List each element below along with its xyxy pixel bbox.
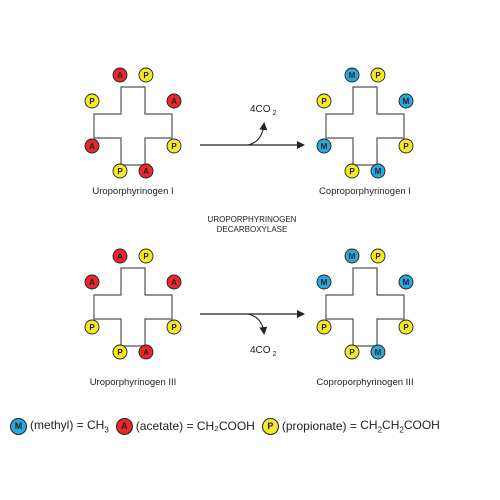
copro3-substituent-6-badge bbox=[316, 319, 332, 335]
copro3-substituent-1-letter: P bbox=[375, 252, 381, 261]
uro1-substituent-5-letter: P bbox=[117, 167, 123, 176]
copro1-substituent-6-badge bbox=[316, 138, 332, 154]
methyl-legend-icon: M bbox=[10, 417, 27, 435]
acetate-legend-formula: CH₂COOH bbox=[196, 419, 255, 433]
propionate-legend-formula: CH2CH2COOH bbox=[360, 417, 440, 435]
uro3-ring-outline bbox=[93, 267, 173, 347]
copro3-substituent-4-badge bbox=[370, 344, 386, 360]
uro1-substituent-6-badge bbox=[84, 138, 100, 154]
uro1-substituent-2-letter: A bbox=[171, 97, 177, 106]
uro3-substituent-3-badge bbox=[166, 319, 182, 335]
copro1-substituent-1-letter: P bbox=[375, 71, 381, 80]
uro3-substituent-1-letter: P bbox=[143, 252, 149, 261]
uro1-substituent-4-badge bbox=[138, 163, 154, 179]
legend: M (methyl) = CH3 A (acetate) = CH₂COOH P… bbox=[10, 416, 440, 436]
uro1-substituent-7-badge bbox=[84, 93, 100, 109]
enzyme-label-line2: DECARBOXYLASE bbox=[217, 225, 288, 234]
copro1-substituent-5-letter: P bbox=[349, 167, 355, 176]
coproporphyrinogen-iii-label: Coproporphyrinogen III bbox=[316, 377, 413, 388]
copro1-substituent-0-badge bbox=[344, 67, 360, 83]
uro3-substituent-4-badge bbox=[138, 344, 154, 360]
uro1-ring-outline bbox=[93, 86, 173, 166]
uro3-substituent-0-letter: A bbox=[117, 252, 123, 261]
copro3-substituent-1-badge bbox=[370, 248, 386, 264]
uro1-substituent-3-badge bbox=[166, 138, 182, 154]
copro3-substituent-7-letter: M bbox=[321, 278, 328, 287]
uro1-substituent-4-letter: A bbox=[143, 167, 149, 176]
copro3-ring-outline bbox=[325, 267, 405, 347]
enzyme-label-line1: UROPORPHYRINOGEN bbox=[208, 215, 297, 224]
uro3-substituent-2-badge bbox=[166, 274, 182, 290]
copro1-substituent-5-badge bbox=[344, 163, 360, 179]
acetate-legend-icon: A bbox=[115, 417, 133, 435]
uro3-substituent-3-letter: P bbox=[171, 323, 177, 332]
uro3-substituent-5-letter: P bbox=[117, 348, 123, 357]
acetate-legend-text: (acetate) = bbox=[135, 419, 194, 433]
uro3-substituent-4-letter: A bbox=[143, 348, 149, 357]
copro3-substituent-2-badge bbox=[398, 274, 414, 290]
uro1-substituent-5-badge bbox=[112, 163, 128, 179]
propionate-legend-text: (propionate) = bbox=[281, 419, 357, 433]
uro3-substituent-0-badge bbox=[112, 248, 128, 264]
uroporphyrinogen-i-label: Uroporphyrinogen I bbox=[92, 186, 173, 197]
copro3-substituent-5-letter: P bbox=[349, 348, 355, 357]
co2-release-arrow-top bbox=[247, 122, 268, 146]
uro3-substituent-6-badge bbox=[84, 319, 100, 335]
copro1-substituent-3-badge bbox=[398, 138, 414, 154]
uro3-substituent-6-letter: P bbox=[89, 323, 95, 332]
uro1-substituent-2-badge bbox=[166, 93, 182, 109]
copro1-substituent-7-letter: P bbox=[321, 97, 327, 106]
molecules-group: A P A P A P A P M P M P M P M P A P A P A P P A M P M P M P P M bbox=[84, 67, 414, 360]
copro3-substituent-0-letter: M bbox=[349, 252, 356, 261]
copro3-substituent-5-badge bbox=[344, 344, 360, 360]
copro3-substituent-4-letter: M bbox=[375, 348, 382, 357]
uro1-substituent-0-badge bbox=[112, 67, 128, 83]
uroporphyrinogen-iii-label: Uroporphyrinogen III bbox=[90, 377, 177, 388]
uro3-substituent-7-badge bbox=[84, 274, 100, 290]
copro3-substituent-3-badge bbox=[398, 319, 414, 335]
uro1-substituent-7-letter: P bbox=[89, 97, 95, 106]
uro1-substituent-1-letter: P bbox=[143, 71, 149, 80]
copro3-substituent-7-badge bbox=[316, 274, 332, 290]
copro3-substituent-0-badge bbox=[344, 248, 360, 264]
copro1-substituent-0-letter: M bbox=[349, 71, 356, 80]
uro3-substituent-5-badge bbox=[112, 344, 128, 360]
uro3-substituent-2-letter: A bbox=[171, 278, 177, 287]
copro1-substituent-2-badge bbox=[398, 93, 414, 109]
copro1-substituent-4-letter: M bbox=[375, 167, 382, 176]
uro1-substituent-1-badge bbox=[138, 67, 154, 83]
copro3-substituent-3-letter: P bbox=[403, 323, 409, 332]
uro1-substituent-0-letter: A bbox=[117, 71, 123, 80]
uro3-substituent-1-badge bbox=[138, 248, 154, 264]
copro1-substituent-2-letter: M bbox=[403, 97, 410, 106]
copro1-substituent-3-letter: P bbox=[403, 142, 409, 151]
copro1-substituent-1-badge bbox=[370, 67, 386, 83]
propionate-legend-icon: P bbox=[261, 417, 279, 435]
uro1-substituent-3-letter: P bbox=[171, 142, 177, 151]
coproporphyrinogen-i-label: Coproporphyrinogen I bbox=[319, 186, 411, 197]
uro3-substituent-7-letter: A bbox=[89, 278, 95, 287]
copro1-substituent-7-badge bbox=[316, 93, 332, 109]
methyl-legend-text: (methyl) = CH3 bbox=[30, 417, 109, 435]
copro3-substituent-6-letter: P bbox=[321, 323, 327, 332]
uro1-substituent-6-letter: A bbox=[89, 142, 95, 151]
copro1-substituent-4-badge bbox=[370, 163, 386, 179]
copro1-ring-outline bbox=[325, 86, 405, 166]
copro1-substituent-6-letter: M bbox=[321, 142, 328, 151]
copro3-substituent-2-letter: M bbox=[403, 278, 410, 287]
co2-release-arrow-bottom bbox=[247, 313, 268, 335]
